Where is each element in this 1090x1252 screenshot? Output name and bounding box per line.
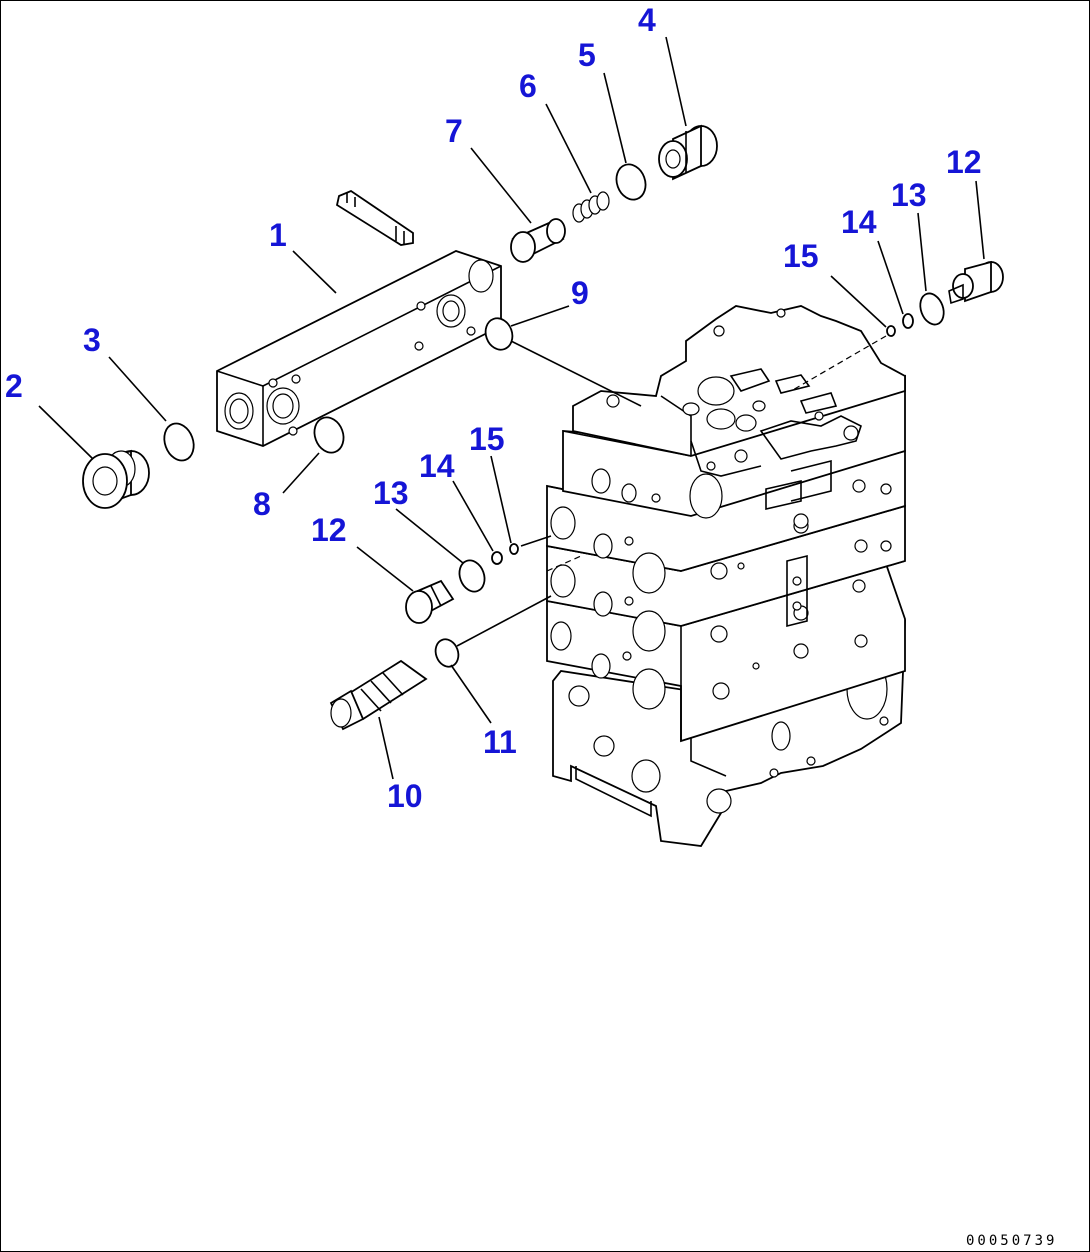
part-15-ring-left bbox=[509, 543, 519, 555]
callout-2: 2 bbox=[5, 368, 23, 404]
part-3-oring bbox=[163, 422, 195, 462]
part-5-oring bbox=[615, 163, 647, 201]
callout-labels: 1 2 3 4 5 6 7 8 9 10 11 12 12 13 13 14 1… bbox=[5, 2, 982, 814]
callout-8: 8 bbox=[253, 486, 271, 522]
part-9-oring bbox=[484, 317, 514, 351]
part-15-ring-right bbox=[886, 325, 896, 337]
part-11-oring bbox=[434, 638, 460, 668]
callout-12-left: 12 bbox=[311, 512, 347, 548]
callout-13-right: 13 bbox=[891, 177, 927, 213]
callout-4: 4 bbox=[638, 2, 656, 38]
part-14-ring-right bbox=[902, 313, 914, 329]
callout-1: 1 bbox=[269, 217, 287, 253]
callout-6: 6 bbox=[519, 68, 537, 104]
block-bolt bbox=[335, 189, 414, 246]
callout-7: 7 bbox=[445, 113, 463, 149]
callout-3: 3 bbox=[83, 322, 101, 358]
part-7-sleeve bbox=[510, 218, 566, 263]
callout-15-left: 15 bbox=[469, 421, 505, 457]
part-6-spring bbox=[572, 191, 610, 223]
callout-5: 5 bbox=[578, 37, 596, 73]
callout-15-right: 15 bbox=[783, 238, 819, 274]
leader-lines bbox=[38, 36, 985, 780]
part-12-plug-left bbox=[405, 579, 455, 624]
callout-12-right: 12 bbox=[946, 144, 982, 180]
assembly-centerlines bbox=[456, 335, 887, 647]
callout-9: 9 bbox=[571, 275, 589, 311]
part-13-oring-right bbox=[919, 292, 945, 326]
part-8-oring bbox=[313, 416, 345, 454]
callout-11: 11 bbox=[483, 724, 517, 760]
document-number: 00050739 bbox=[966, 1233, 1057, 1249]
part-13-oring-left bbox=[458, 559, 486, 593]
part-14-ring-left bbox=[491, 551, 503, 565]
callout-13-left: 13 bbox=[373, 475, 409, 511]
control-valve-body bbox=[546, 305, 906, 847]
part-4-plug bbox=[658, 124, 718, 181]
part-2-plug bbox=[82, 449, 150, 509]
part-10-valve bbox=[329, 659, 428, 731]
callout-10: 10 bbox=[387, 778, 423, 814]
callout-14-right: 14 bbox=[841, 204, 877, 240]
callout-14-left: 14 bbox=[419, 448, 455, 484]
part-1-block bbox=[216, 250, 502, 447]
part-12-plug-right bbox=[948, 260, 1004, 305]
